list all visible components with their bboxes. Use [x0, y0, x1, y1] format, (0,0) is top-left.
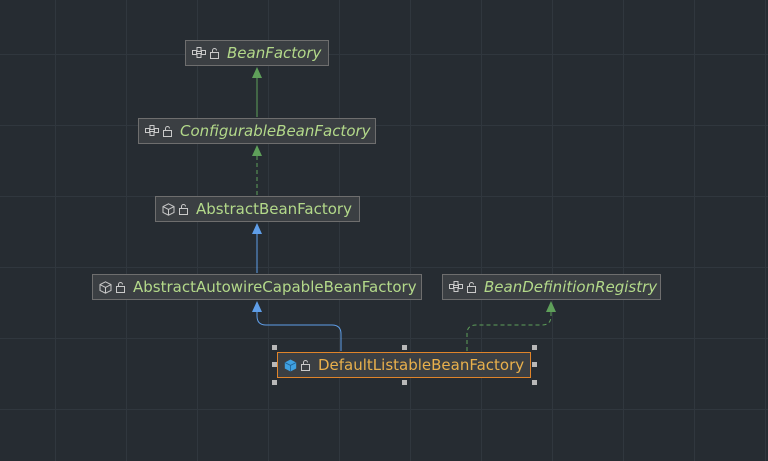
class-icon [284, 359, 297, 372]
edge-arrowhead [252, 145, 262, 156]
selection-handle-top-right[interactable] [532, 345, 537, 350]
lock-open-icon [467, 281, 476, 293]
selection-handle-bottom[interactable] [402, 380, 407, 385]
selection-handle-top[interactable] [402, 345, 407, 350]
node-label: AbstractAutowireCapableBeanFactory [133, 278, 417, 296]
selection-handle-top-left[interactable] [272, 345, 277, 350]
node-beanfactory[interactable]: BeanFactory [185, 40, 329, 66]
selection-handle-bottom-right[interactable] [532, 380, 537, 385]
node-abstractbeanfactory[interactable]: AbstractBeanFactory [155, 196, 360, 222]
selection-handle-left[interactable] [272, 362, 277, 367]
edge-default-to-autowire [256, 312, 342, 351]
node-defaultlistablebeanfactory[interactable]: DefaultListableBeanFactory [277, 352, 531, 378]
node-label: BeanFactory [227, 44, 322, 62]
lock-open-icon [116, 281, 125, 293]
abstract-class-icon [99, 280, 112, 294]
lock-open-icon [163, 125, 172, 137]
edge-arrowhead [252, 223, 262, 234]
abstract-class-icon [162, 202, 175, 216]
node-beandefinitionregistry[interactable]: BeanDefinitionRegistry [442, 274, 661, 300]
lock-open-icon [179, 203, 188, 215]
lock-open-icon [210, 47, 219, 59]
selection-handle-right[interactable] [532, 362, 537, 367]
interface-icon [449, 281, 463, 293]
interface-icon [192, 47, 206, 59]
node-abstractautowirecapablebeanfactory[interactable]: AbstractAutowireCapableBeanFactory [92, 274, 422, 300]
node-configurablebeanfactory[interactable]: ConfigurableBeanFactory [138, 118, 376, 144]
edge-default-to-registry [466, 312, 552, 351]
edge-arrowhead [252, 67, 262, 78]
edge-arrowhead [546, 301, 556, 312]
node-label: ConfigurableBeanFactory [180, 122, 371, 140]
node-label: AbstractBeanFactory [196, 200, 352, 218]
edge-arrowhead [252, 301, 262, 312]
selection-handle-bottom-left[interactable] [272, 380, 277, 385]
node-label: BeanDefinitionRegistry [484, 278, 658, 296]
node-label: DefaultListableBeanFactory [318, 356, 525, 374]
interface-icon [145, 125, 159, 137]
lock-open-icon [301, 359, 310, 371]
